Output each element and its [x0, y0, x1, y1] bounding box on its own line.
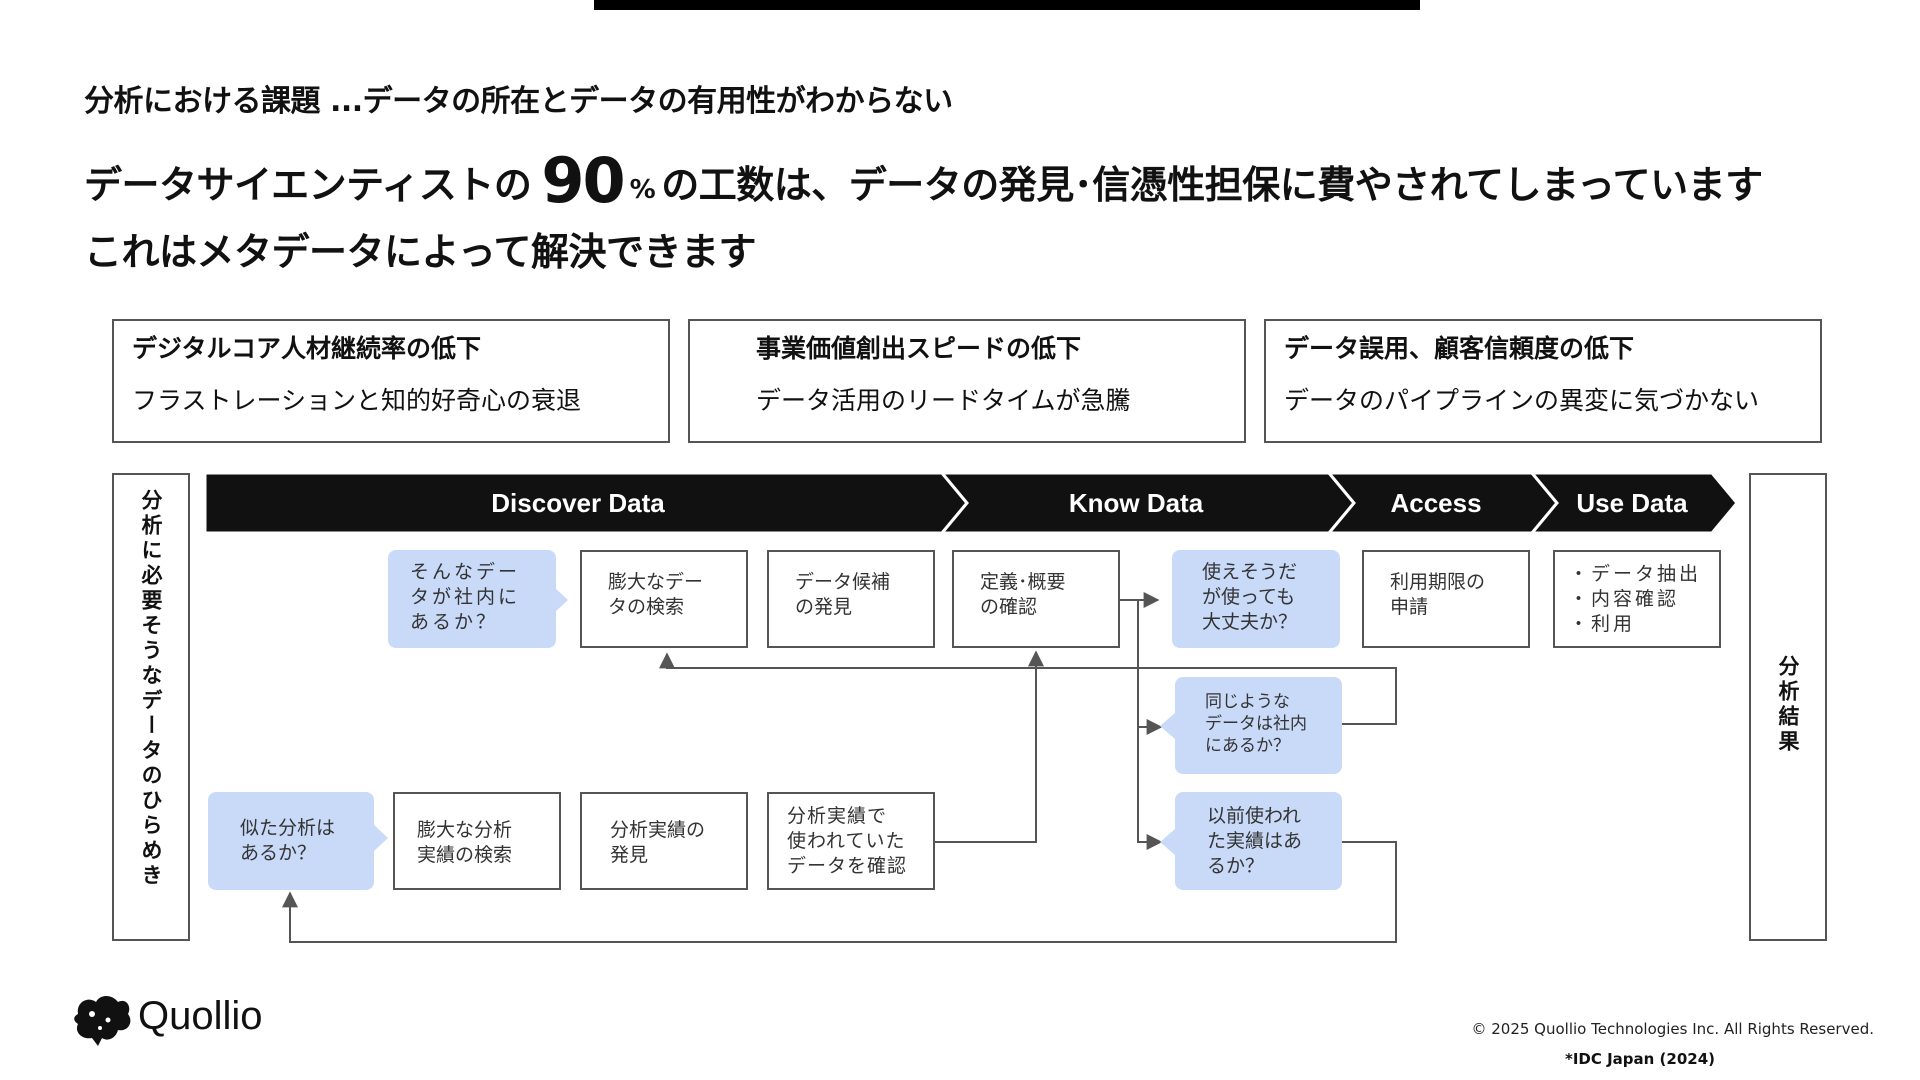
- connector-loop-to-analysis: [282, 841, 1397, 943]
- issue-desc: データ活用のリードタイムが急騰: [756, 386, 1131, 415]
- node-q-prev-used: 以前使われた実績はあるか？: [1175, 792, 1342, 890]
- headline-line2: これはメタデータによって解決できます: [84, 230, 756, 274]
- issue-box-talent: デジタルコア人材継続率の低下 フラストレーションと知的好奇心の衰退: [112, 319, 670, 443]
- node-apply-period: 利用期限の申請: [1362, 550, 1530, 648]
- node-use-steps: ・データ抽出・内容確認・利用: [1553, 550, 1721, 648]
- bubble-tail-analysis: [373, 824, 388, 852]
- connector-used-to-confirm: [935, 650, 1044, 843]
- node-confirm-def: 定義･概要の確認: [952, 550, 1120, 648]
- issue-desc: フラストレーションと知的好奇心の衰退: [132, 386, 582, 415]
- result-label: 分析結果: [1776, 655, 1800, 755]
- flow-connectors: [282, 592, 1397, 943]
- issue-desc: データのパイプラインの異変に気づかない: [1284, 386, 1760, 415]
- issue-title: デジタルコア人材継続率の低下: [132, 334, 482, 363]
- copyright: © 2025 Quollio Technologies Inc. All Rig…: [1471, 1020, 1874, 1038]
- phase-chevron-use: [1528, 471, 1739, 535]
- source-note: *IDC Japan (2024): [1564, 1050, 1715, 1068]
- connector-loop-to-search: [659, 652, 1397, 725]
- node-search-results: 膨大な分析実績の検索: [393, 792, 561, 890]
- slide-subtitle: 分析における課題 ...データの所在とデータの有用性がわからない: [84, 84, 953, 119]
- bubble-tail-exists: [555, 588, 568, 612]
- quollio-logo-icon: [74, 996, 131, 1046]
- node-q-usable: 使えそうだが使っても大丈夫か？: [1172, 550, 1340, 648]
- idea-label: 分析に必要そうなデータのひらめき: [139, 489, 163, 889]
- issue-box-speed: 事業価値創出スピードの低下 データ活用のリードタイムが急騰: [688, 319, 1246, 443]
- top-bar: [594, 0, 1420, 10]
- node-q-similar-data: 同じようなデータは社内にあるか？: [1175, 677, 1342, 774]
- headline-number: 90: [541, 144, 625, 217]
- issue-title: 事業価値創出スピードの低下: [756, 334, 1082, 363]
- node-q-similar-analysis: 似た分析はあるか？: [208, 792, 374, 890]
- phase-bar: Discover Data Know Data Access Use Data: [203, 471, 1739, 535]
- phase-label-know: Know Data: [1069, 488, 1204, 518]
- node-q-exists: そんなデータが社内にあるか？: [388, 550, 556, 648]
- bubble-tail-prev: [1160, 829, 1175, 855]
- phase-label-access: Access: [1390, 488, 1481, 518]
- quollio-logo-text: Quollio: [138, 994, 263, 1038]
- node-search-data: 膨大なデータの検索: [580, 550, 748, 648]
- node-find-candidates: データ候補の発見: [767, 550, 935, 648]
- connector-branch-prev-used: [1137, 600, 1163, 850]
- idea-label-box: 分析に必要そうなデータのひらめき: [112, 473, 190, 941]
- phase-label-use: Use Data: [1576, 488, 1688, 518]
- node-confirm-used: 分析実績で使われていたデータを確認: [767, 792, 935, 890]
- issue-title: データ誤用、顧客信頼度の低下: [1284, 334, 1635, 363]
- headline-post: の工数は、データの発見･信憑性担保に費やされてしまっています: [661, 163, 1763, 207]
- result-label-box: 分析結果: [1749, 473, 1827, 941]
- issue-box-trust: データ誤用、顧客信頼度の低下 データのパイプラインの異変に気づかない: [1264, 319, 1822, 443]
- node-find-results: 分析実績の発見: [580, 792, 748, 890]
- headline-pre: データサイエンティストの: [84, 163, 532, 207]
- bubble-tail-similar: [1160, 713, 1175, 739]
- phase-label-discover: Discover Data: [491, 488, 665, 518]
- headline-unit: %: [629, 175, 656, 205]
